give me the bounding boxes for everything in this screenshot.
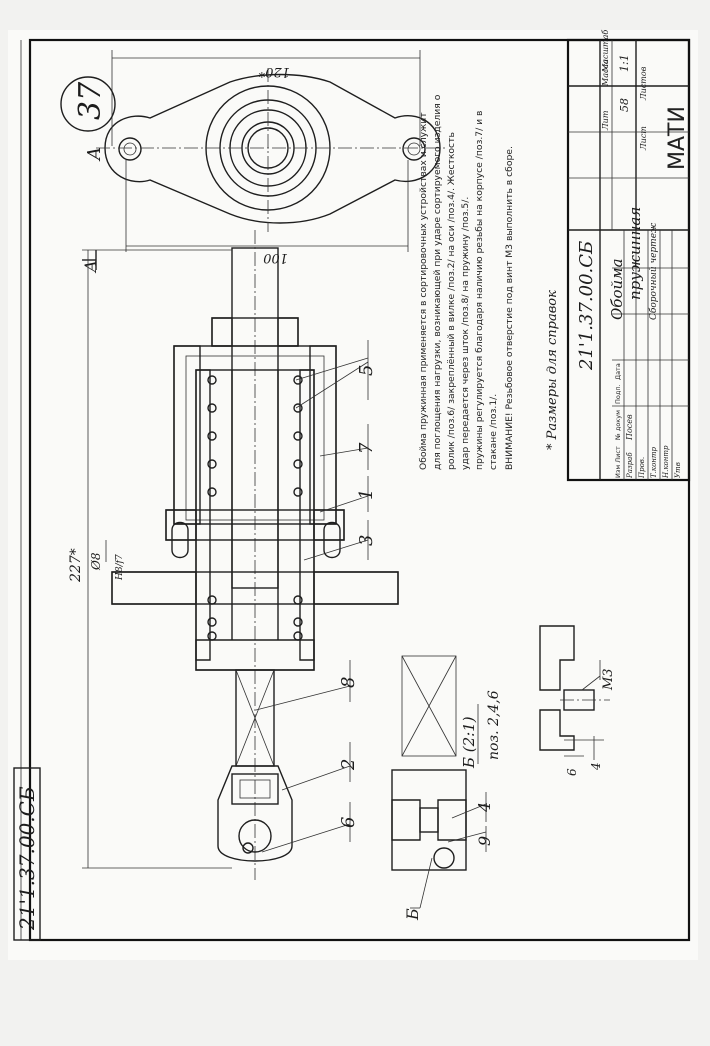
note-line-2: для поглощения нагрузки, возникающей при… [432,94,443,470]
callout-2: 2 [338,759,359,771]
scale-label: Масштаб [601,30,610,73]
note-line-5: пружины регулируется благодаря наличию р… [474,111,485,470]
label-b: Б [403,908,422,921]
dim-bore: Ø8 [89,552,103,571]
row-razrab: Разраб [626,452,634,479]
dim-width: 100 [263,250,288,265]
scale-value: 1:1 [618,54,631,72]
dim-small-4: 4 [589,762,603,771]
title-drawing-code: 21'1.37.00.СБ [576,241,597,371]
callout-7: 7 [356,442,377,454]
sheet-number: 37 [73,81,108,120]
top-view: 120* 100 A [84,50,446,265]
technical-notes: Обойма пружинная применяется в сортирово… [418,94,560,470]
callout-5: 5 [356,365,377,376]
note-line-3: ролик /поз.6/ закреплённый в вилке /поз.… [446,132,457,470]
row-dokum: № докум [614,410,622,441]
note-line-4: удар передается через шток /поз.8/ на пр… [460,197,471,470]
row-data: Дата [614,363,622,380]
title-name-2: пружинная [626,207,644,300]
sheet-number-circle [60,76,116,132]
org: МАТИ [665,106,690,170]
dim-fit: H8/f7 [115,554,125,581]
callout-4: 4 [475,802,494,813]
note-line-1: Обойма пружинная применяется в сортирово… [418,112,429,470]
detail-sub: поз. 2,4,6 [486,690,502,760]
thread-label: М3 [601,668,616,691]
view-label-a: A [84,147,105,162]
callouts: 5 7 1 3 8 2 6 [255,340,377,853]
sheet-label: Лист [639,126,648,151]
callout-9: 9 [475,836,494,846]
detail-title: Б (2:1) [460,716,478,769]
row-prov: Пров. [638,457,646,479]
lit-label: Лит [601,110,610,131]
thread-detail: М3 4 6 [539,625,616,776]
row-nkontr: Н.контр [662,445,670,479]
row-izm: Изм Лист [614,446,622,478]
mass-label: Масса [601,59,610,87]
roller [238,819,272,853]
developer-name: Посев [625,414,634,441]
view-label-a2: A [81,260,100,274]
doc-type: Сборочный чертеж [648,222,659,320]
dim-small-6: 6 [565,768,579,776]
callout-6: 6 [338,817,359,828]
sheets-label: Листов [639,66,648,101]
callout-1: 1 [356,489,377,500]
note-line-6: стакане /поз.1/. [488,394,499,470]
dim-length: 227* [68,548,84,583]
title-block: 21'1.37.00.СБ Обойма пружинная Сборочный… [566,30,691,482]
side-code-box: 21'1.37.00.СБ [13,767,41,941]
drawing-frame [28,38,691,942]
row-utv: Утв [674,462,682,478]
mass-value: 58 [618,98,631,112]
note-reference: * Размеры для справок [545,290,560,450]
row-podp: Подп. [614,384,622,404]
dim-height: 120* [258,64,290,79]
side-drawing-code: 21'1.37.00.СБ [15,786,39,931]
main-section: 227* Ø8 H8/f7 [68,230,399,880]
callout-3: 3 [356,535,377,546]
spring-coils [207,375,303,641]
title-name: Обойма [608,258,626,320]
row-tkontr: Т.контр [650,446,658,478]
detail-b: Б Б (2:1) поз. 2,4,6 4 9 [391,655,502,921]
callout-8: 8 [338,677,359,688]
note-warning: ВНИМАНИЕ! Резьбовое отверстие под винт М… [504,146,515,470]
